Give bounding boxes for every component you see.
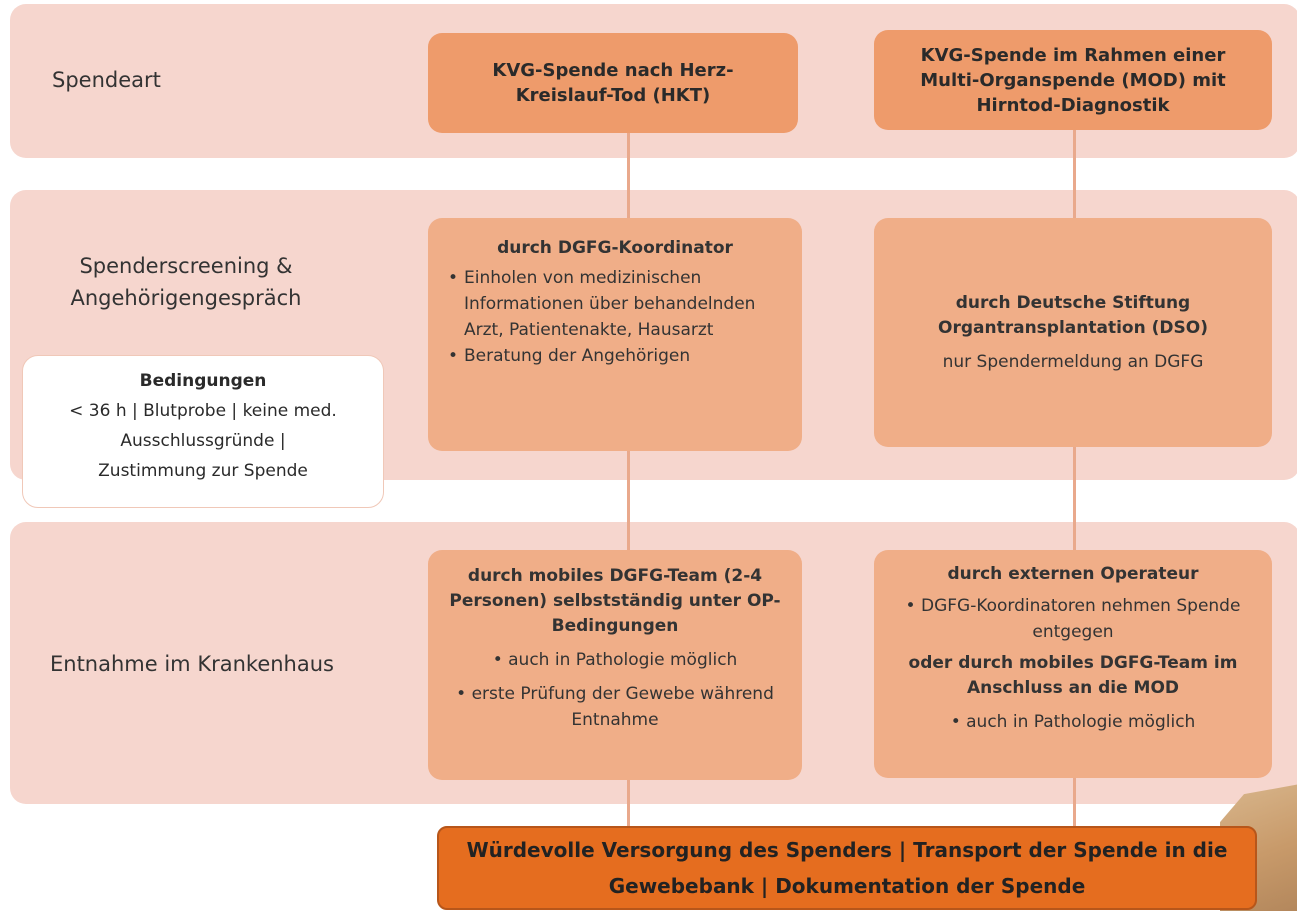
entnahme-dgfg-team-heading: durch mobiles DGFG-Team (2-4 Personen) s… <box>449 566 781 636</box>
entnahme-dgfg-team-box: durch mobiles DGFG-Team (2-4 Personen) s… <box>428 550 802 780</box>
screening-dgfg-bullet: Beratung der Angehörigen <box>448 343 782 369</box>
screening-dso-heading: durch Deutsche Stiftung Organtransplanta… <box>938 292 1208 338</box>
row-label-spendeart: Spendeart <box>52 68 161 92</box>
entnahme-dgfg-team-bullet: erste Prüfung der Gewebe während Entnahm… <box>446 681 784 733</box>
entnahme-extern-bullet: DGFG-Koordinatoren nehmen Spende entgege… <box>892 593 1254 645</box>
entnahme-extern-box: durch externen Operateur DGFG-Koordinato… <box>874 550 1272 778</box>
spendeart-mod-box: KVG-Spende im Rahmen einer Multi-Organsp… <box>874 30 1272 130</box>
spendeart-mod-text: KVG-Spende im Rahmen einer Multi-Organsp… <box>920 44 1226 116</box>
conditions-box: Bedingungen < 36 h | Blutprobe | keine m… <box>22 355 384 508</box>
screening-dgfg-heading: durch DGFG-Koordinator <box>497 238 733 258</box>
entnahme-mod-bullet-text: auch in Pathologie möglich <box>951 712 1196 732</box>
conditions-line: Ausschlussgründe | <box>120 431 286 451</box>
entnahme-dgfg-team-bullet-text: auch in Pathologie möglich <box>493 650 738 670</box>
connector-line-left <box>627 120 630 830</box>
entnahme-extern-bullet-text: DGFG-Koordinatoren nehmen Spende entgege… <box>906 596 1241 642</box>
final-steps-text: Würdevolle Versorgung des Spenders | Tra… <box>466 838 1228 898</box>
conditions-line: < 36 h | Blutprobe | keine med. <box>69 401 337 421</box>
spendeart-hkt-box: KVG-Spende nach Herz-Kreislauf-Tod (HKT) <box>428 33 798 133</box>
screening-dso-box: durch Deutsche Stiftung Organtransplanta… <box>874 218 1272 447</box>
row-label-screening: Spenderscreening & Angehörigengespräch <box>44 250 328 314</box>
entnahme-extern-heading: durch externen Operateur <box>947 564 1199 584</box>
screening-dgfg-bullet: Einholen von medizinischen Informationen… <box>448 265 782 343</box>
final-steps-box: Würdevolle Versorgung des Spenders | Tra… <box>437 826 1257 910</box>
row-label-screening-line1: Spenderscreening & <box>79 254 293 278</box>
entnahme-dgfg-team-bullet: auch in Pathologie möglich <box>446 647 784 673</box>
entnahme-mod-bullet: auch in Pathologie möglich <box>892 709 1254 735</box>
conditions-title: Bedingungen <box>139 371 267 391</box>
entnahme-mod-heading: oder durch mobiles DGFG-Team im Anschlus… <box>908 653 1238 698</box>
row-label-entnahme: Entnahme im Krankenhaus <box>50 652 334 676</box>
connector-line-right <box>1073 115 1076 830</box>
screening-dgfg-bullets: Einholen von medizinischen Informationen… <box>448 265 782 369</box>
spendeart-hkt-text: KVG-Spende nach Herz-Kreislauf-Tod (HKT) <box>492 60 734 106</box>
conditions-line: Zustimmung zur Spende <box>98 461 308 481</box>
entnahme-dgfg-team-bullet-text: erste Prüfung der Gewebe während Entnahm… <box>456 684 774 730</box>
row-label-screening-line2: Angehörigengespräch <box>70 286 302 310</box>
screening-dso-text: nur Spendermeldung an DGFG <box>942 351 1204 372</box>
screening-dgfg-box: durch DGFG-Koordinator Einholen von medi… <box>428 218 802 451</box>
